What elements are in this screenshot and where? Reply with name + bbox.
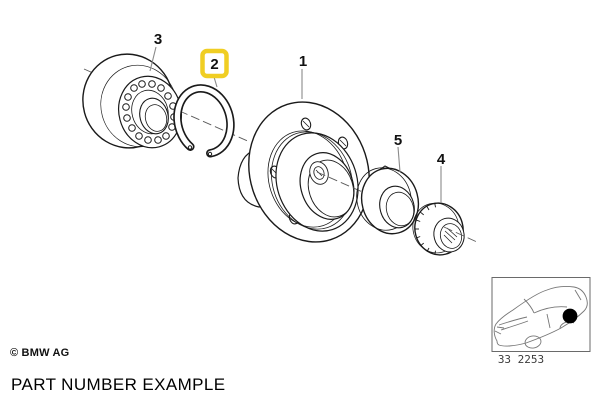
callout-1: 1 [299,53,307,99]
inset-border [491,277,591,352]
callout-5-label[interactable]: 5 [394,132,402,149]
callout-3-label[interactable]: 3 [154,31,162,48]
location-inset: 33 2253 [491,277,591,366]
callout-1-label[interactable]: 1 [299,53,307,70]
part-lock-collar-drawing [356,165,420,235]
page-caption: PART NUMBER EXAMPLE [11,375,226,394]
callout-2-label[interactable]: 2 [210,56,218,73]
part-bearing-drawing [82,53,182,149]
callout-3-leader [149,46,157,72]
part-collar-nut-drawing [412,202,465,256]
centerline-end [443,226,478,243]
part-hub-drawing [237,101,370,243]
callout-5-leader [397,146,401,173]
callout-3: 3 [149,31,162,72]
car-outline-drawing [493,286,588,349]
location-marker-dot [562,308,578,324]
part-snap-ring-drawing [173,84,235,158]
callout-4-label[interactable]: 4 [437,151,446,168]
callout-2-highlighted: 2 [200,48,229,88]
callout-2-highlight-box[interactable] [200,48,229,79]
diagram-code: 33 2253 [498,353,544,366]
callout-4: 4 [437,151,446,203]
bmw-copyright: © BMW AG [10,347,70,359]
callout-5: 5 [394,132,402,173]
callout-2-leader [213,76,218,88]
nut-knurl-ticks [415,203,436,255]
centerline-over-bore [316,171,375,198]
